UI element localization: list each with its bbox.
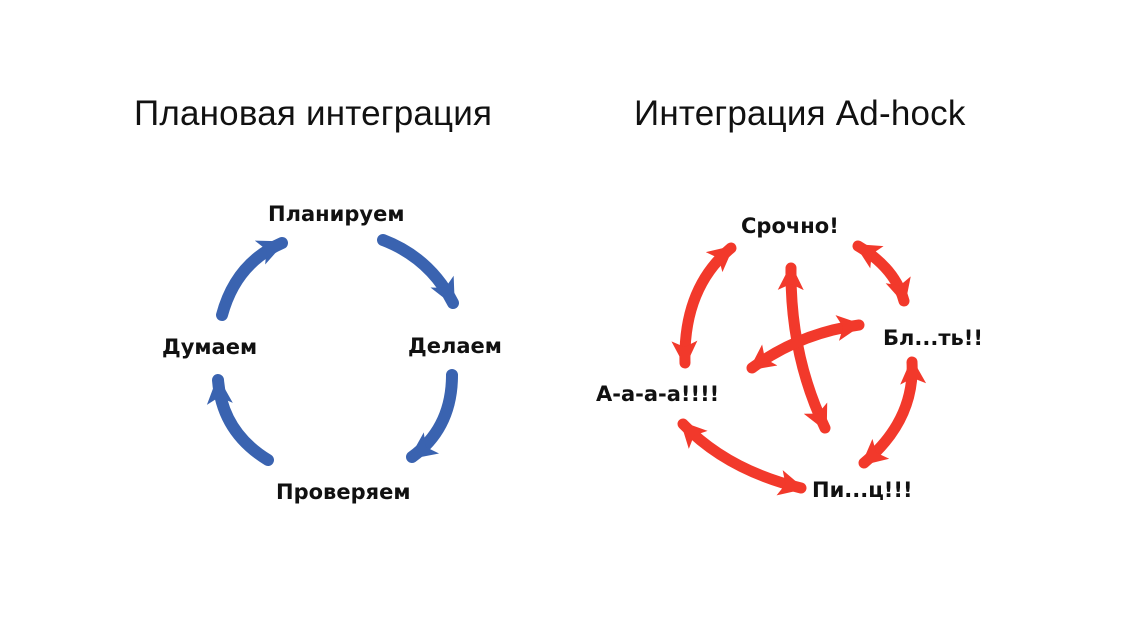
arrow-center-cross [746,315,865,374]
adhoc-chaos-labels: Срочно! Бл...ть!! Пи...ц!!! А-а-а-а!!!! [596,214,983,502]
arrow-do-to-check [406,369,458,463]
node-bl: Бл...ть!! [883,326,983,350]
node-check: Проверяем [276,480,411,504]
arrow-check-to-think [206,374,274,466]
node-think: Думаем [162,335,257,359]
adhoc-chaos [671,240,927,496]
node-urgent: Срочно! [741,214,839,238]
node-pi: Пи...ц!!! [812,478,913,502]
adhoc-integration-title: Интеграция Ad-hock [634,94,966,133]
arrow-urgent-bl [852,240,911,307]
node-aaa: А-а-а-а!!!! [596,382,719,406]
arrow-think-to-plan [216,237,288,321]
node-plan: Планируем [268,202,404,226]
planned-cycle-labels: Планируем Делаем Проверяем Думаем [162,202,502,504]
arrow-bl-pi [858,356,927,469]
planned-cycle [206,234,459,466]
planned-integration-title: Плановая интеграция [134,94,493,133]
arrow-plan-to-do [377,234,459,309]
node-do: Делаем [408,334,502,358]
arrow-aaa-pi [677,418,807,496]
arrow-urgent-aaa [671,242,737,369]
